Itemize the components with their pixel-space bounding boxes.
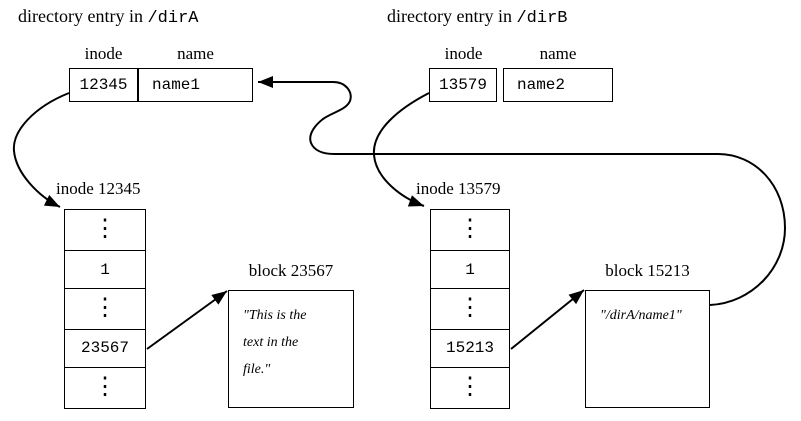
- inode13579-row-dots-1: ⋮: [431, 210, 509, 252]
- dira-inode-cell: 12345: [69, 68, 138, 102]
- dirb-title-text: directory entry in: [387, 6, 512, 26]
- inode13579-row-dots-2: ⋮: [431, 289, 509, 331]
- dira-header-name: name: [177, 44, 214, 63]
- dira-title-text: directory entry in: [18, 6, 143, 26]
- dirb-inode-cell: 13579: [429, 68, 497, 102]
- dira-title-path: /dirA: [147, 9, 199, 28]
- dirb-name-cell: name2: [503, 68, 613, 102]
- inode13579-table: ⋮ 1 ⋮ 15213 ⋮: [430, 209, 510, 409]
- block15213-label: block 15213: [605, 261, 690, 280]
- block23567-text-line1: "This is the: [243, 308, 307, 323]
- inode13579-row-refcount: 1: [431, 251, 509, 289]
- inode12345-table: ⋮ 1 ⋮ 23567 ⋮: [64, 209, 146, 409]
- block15213-text-line1: "/dirA/name1": [600, 308, 682, 323]
- block23567-box: "This is the text in the file.": [228, 290, 354, 408]
- block23567-text-line2: text in the: [243, 335, 299, 350]
- dirb-title-path: /dirB: [516, 9, 568, 28]
- block15213-box: "/dirA/name1": [585, 290, 710, 408]
- inode13579-row-blockptr: 15213: [431, 330, 509, 368]
- inode12345-row-blockptr: 23567: [65, 330, 145, 368]
- inode12345-row-dots-3: ⋮: [93, 371, 117, 400]
- inode12345-label: inode 12345: [56, 179, 141, 198]
- dirb-header-inode: inode: [444, 44, 483, 63]
- arrow-inode13579-to-block15213: [510, 289, 585, 350]
- dirb-title: directory entry in /dirB: [387, 6, 567, 28]
- arrow-inode12345-to-block23567: [146, 290, 228, 350]
- block23567-label: block 23567: [248, 261, 334, 280]
- dirb-header-name: name: [539, 44, 577, 63]
- inode12345-row-dots-1: ⋮: [65, 210, 145, 252]
- block23567-text-line3: file.": [243, 362, 271, 377]
- inode13579-row-dots-3: ⋮: [458, 371, 482, 400]
- dira-header-inode: inode: [84, 44, 123, 63]
- inode12345-row-refcount: 1: [65, 251, 145, 289]
- dira-title: directory entry in /dirA: [18, 6, 198, 28]
- inode13579-label: inode 13579: [416, 179, 501, 198]
- dira-name-cell: name1: [138, 68, 253, 102]
- inode12345-row-dots-2: ⋮: [65, 289, 145, 331]
